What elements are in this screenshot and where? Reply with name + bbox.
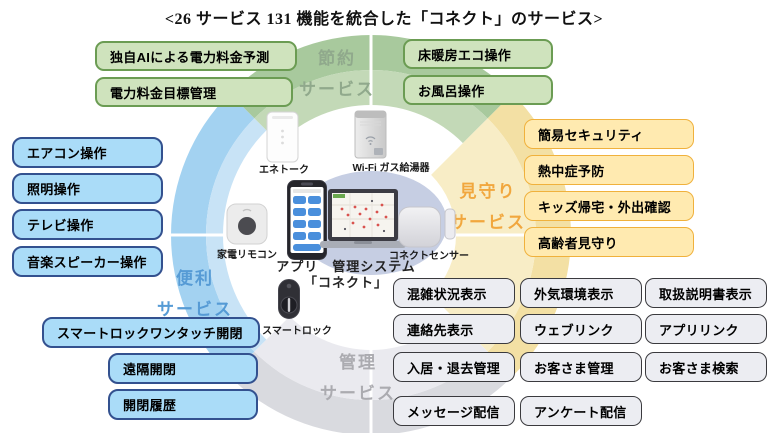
box-customer-search: お客さま検索 <box>645 352 767 382</box>
box-customer-mgmt: お客さま管理 <box>520 352 642 382</box>
box-lighting: 照明操作 <box>12 173 163 204</box>
smartlock-label: スマートロック <box>262 326 332 337</box>
box-survey-delivery: アンケート配信 <box>520 396 642 426</box>
box-manual-display: 取扱説明書表示 <box>645 278 767 308</box>
quadrant-label-convenience-line2: サービス <box>157 300 233 319</box>
box-elderly-watch: 高齢者見守り <box>524 227 694 257</box>
box-open-close-history: 開閉履歴 <box>108 389 258 420</box>
box-power-target: 電力料金目標管理 <box>95 77 293 107</box>
center-system-label-line1: アプリ 管理システム <box>276 259 416 274</box>
box-aircon: エアコン操作 <box>12 137 163 168</box>
quadrant-label-saving-line1: 節約 <box>318 49 356 68</box>
box-tv: テレビ操作 <box>12 209 163 240</box>
quadrant-label-management: 管理 サービス <box>298 347 418 409</box>
quadrant-convenience-outer <box>171 93 255 377</box>
box-ai-power-forecast: 独自AIによる電力料金予測 <box>95 41 297 71</box>
box-floor-heating-eco: 床暖房エコ操作 <box>403 39 553 69</box>
quadrant-label-convenience-line1: 便利 <box>176 269 214 288</box>
quadrant-label-watching: 見守り サービス <box>428 176 548 238</box>
remote-label: 家電リモコン <box>217 250 277 261</box>
box-web-link: ウェブリンク <box>520 314 642 344</box>
smartphone-app-icon <box>287 180 327 260</box>
quadrant-label-management-line1: 管理 <box>339 353 377 372</box>
box-heatstroke-prevention: 熱中症予防 <box>524 155 694 185</box>
box-congestion-display: 混雑状況表示 <box>393 278 515 308</box>
enetalk-device-icon <box>266 111 299 163</box>
gas-heater-device-icon <box>354 110 387 159</box>
laptop-system-icon <box>320 189 406 248</box>
page-title: <26 サービス 131 機能を統合した「コネクト」のサービス> <box>164 11 604 28</box>
quadrant-label-watching-line1: 見守り <box>459 182 517 201</box>
quadrant-label-management-line2: サービス <box>320 384 396 403</box>
box-kids-return: キッズ帰宅・外出確認 <box>524 191 694 221</box>
smartlock-device-icon <box>278 279 300 319</box>
connect-sensor-label: コネクトセンサー <box>389 251 469 262</box>
enetalk-label: エネトーク <box>259 165 309 176</box>
center-system-label-line2: 「コネクト」 <box>303 275 388 290</box>
box-bath-control: お風呂操作 <box>403 75 553 105</box>
box-move-in-out: 入居・退去管理 <box>393 352 515 382</box>
box-speaker: 音楽スピーカー操作 <box>12 246 163 277</box>
box-smartlock-onetouch: スマートロックワンタッチ開閉 <box>42 317 260 348</box>
box-simple-security: 簡易セキュリティ <box>524 119 694 149</box>
quadrant-label-saving-line2: サービス <box>299 80 375 99</box>
box-outdoor-env-display: 外気環境表示 <box>520 278 642 308</box>
connect-sensor-icon <box>398 206 456 248</box>
box-app-link: アプリリンク <box>645 314 767 344</box>
quadrant-label-saving: 節約 サービス <box>277 43 397 105</box>
quadrant-label-convenience: 便利 サービス <box>133 263 257 325</box>
gas-heater-label: Wi-Fi ガス給湯器 <box>352 163 430 174</box>
quadrant-label-watching-line2: サービス <box>450 213 526 232</box>
box-message-delivery: メッセージ配信 <box>393 396 515 426</box>
box-contact-display: 連絡先表示 <box>393 314 515 344</box>
remote-device-icon <box>226 203 268 245</box>
box-remote-open-close: 遠隔開閉 <box>108 353 258 384</box>
quadrant-convenience-inner <box>206 118 267 352</box>
